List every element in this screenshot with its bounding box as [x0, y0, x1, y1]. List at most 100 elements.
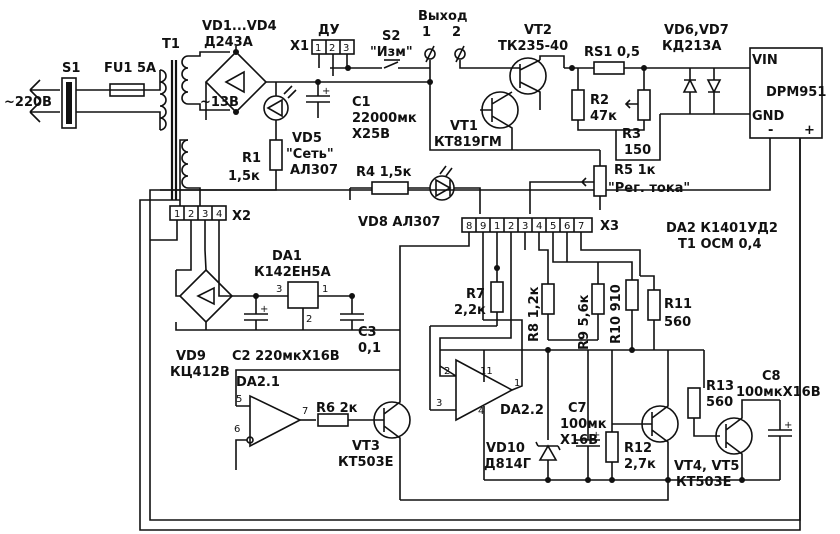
da1-pin1: 1 — [322, 284, 328, 295]
c3-value: 0,1 — [358, 341, 381, 356]
da1-pin2: 2 — [306, 314, 312, 325]
vd5-sub: "Сеть" — [286, 147, 334, 162]
x3-pin-d: 2 — [508, 221, 514, 232]
da21-label: DA2.1 — [236, 375, 280, 390]
r1-value: 1,5к — [228, 169, 260, 184]
vt1-label: VT1 — [450, 119, 478, 134]
c8-value: 100мкX16В — [736, 385, 821, 400]
da21-pin5: 5 — [236, 394, 242, 405]
da2-note-line1: DA2 К1401УД2 — [666, 221, 778, 236]
vt1-type: КТ819ГМ — [434, 135, 502, 150]
vd1-type: Д243А — [204, 35, 253, 50]
ground-return — [400, 480, 669, 501]
r2-value: 47к — [590, 109, 617, 124]
x2-label: X2 — [232, 209, 251, 224]
r13-value: 560 — [706, 395, 733, 410]
da22-pin11: 11 — [480, 366, 493, 377]
transistor-vt2: VT2 ТК235-40 — [498, 23, 568, 110]
opamp-da2-1: DA2.1 5 6 7 — [234, 369, 400, 462]
capacitor-c1: + C1 22000мк X25В — [306, 79, 417, 142]
vt3-type: КТ503Е — [338, 455, 394, 470]
switch-s2: S2 "Изм" — [330, 29, 430, 71]
connector-x2: 1 2 3 4 X2 — [150, 205, 251, 297]
vd10-type: Д814Г — [484, 457, 531, 472]
r6-label: R6 2к — [316, 401, 358, 416]
vt3-label: VT3 — [352, 439, 380, 454]
fuse-fu1: FU1 5A — [104, 61, 161, 130]
c7-label: C7 — [568, 401, 587, 416]
vt45-type: КТ503Е — [676, 475, 732, 490]
c8-label: C8 — [762, 369, 781, 384]
x1-label: X1 — [290, 39, 309, 54]
vd5-type: АЛ307 — [290, 163, 338, 178]
s1-label: S1 — [62, 61, 80, 76]
bias-net — [440, 339, 704, 351]
da1-label: DA1 — [272, 249, 302, 264]
x3-pin-b: 9 — [480, 221, 486, 232]
dpm-title: DPM951 — [766, 85, 826, 100]
output-label: Выход — [418, 9, 467, 24]
mains-input: ~220В — [4, 79, 60, 123]
vd67-label: VD6,VD7 — [664, 23, 729, 38]
r1-label: R1 — [242, 151, 261, 166]
mains-voltage-label: ~220В — [4, 95, 52, 110]
x3-pin-f: 4 — [536, 221, 542, 232]
zener-vd10: VD10 Д814Г — [484, 350, 561, 480]
da22-label: DA2.2 — [500, 403, 544, 418]
dpm-minus: - — [768, 123, 773, 138]
x3-pin-e: 3 — [522, 221, 528, 232]
regulator-da1: DA1 К142ЕН5А 3 1 2 — [230, 249, 355, 330]
resistor-r1: R1 1,5к — [149, 130, 801, 521]
vt2-label: VT2 — [524, 23, 552, 38]
resistor-r8: R8 1,2к — [527, 283, 555, 342]
ground-rail-da1 — [175, 322, 400, 331]
s2-label: S2 — [382, 29, 400, 44]
switch-s1: S1 — [61, 61, 150, 129]
x3-label: X3 — [600, 219, 619, 234]
resistor-r9: R9 5,6к — [577, 262, 605, 350]
connector-x3: 8 9 1 2 3 4 5 6 7 X3 — [399, 217, 641, 400]
r13-label: R13 — [706, 379, 734, 394]
da22-pin2: 2 — [444, 366, 450, 377]
capacitor-c7: + C7 100мк X16В — [560, 350, 607, 480]
r11-value: 560 — [664, 315, 691, 330]
output-pin1: 1 — [422, 25, 431, 40]
r12-label: R12 — [624, 441, 652, 456]
r4-label: R4 1,5к — [356, 165, 412, 180]
t1-label: T1 — [162, 37, 180, 52]
c1-value: 22000мк — [352, 111, 417, 126]
bridge-vd9: VD9 КЦ412В — [170, 268, 234, 380]
x3-pin-g: 5 — [550, 221, 556, 232]
dpm-plus: + — [804, 123, 815, 138]
da21-pin7: 7 — [302, 406, 308, 417]
led-vd5: VD5 "Сеть" АЛ307 — [263, 82, 338, 178]
vd1-label: VD1...VD4 — [202, 19, 277, 34]
potentiometer-r5: R5 1к "Рег. тока" — [529, 150, 690, 214]
r11-label: R11 — [664, 297, 692, 312]
r7-value: 2,2к — [454, 303, 486, 318]
da1-type: К142ЕН5А — [254, 265, 331, 280]
r9-label: R9 5,6к — [577, 294, 592, 350]
vd8-label: VD8 АЛ307 — [358, 215, 440, 230]
c1-label: C1 — [352, 95, 371, 110]
x3-pin-i: 7 — [578, 221, 584, 232]
connector-x1: X1 ДУ 1 2 3 — [290, 23, 355, 76]
resistor-r7: R7 2,2к — [454, 265, 504, 326]
x2-pin4: 4 — [216, 209, 222, 220]
vt2-type: ТК235-40 — [498, 39, 568, 54]
x2-pin2: 2 — [188, 209, 194, 220]
transistor-vt4: VT4, VT5 КТ503Е — [612, 350, 739, 490]
resistor-r4: R4 1,5к — [349, 165, 430, 200]
vd67-type: КД213А — [662, 39, 721, 54]
r7-label: R7 — [466, 287, 485, 302]
r8-label: R8 1,2к — [527, 286, 542, 342]
svg-text:+: + — [322, 86, 330, 97]
x3-pin-c: 1 — [494, 221, 500, 232]
capacitor-c2: + C2 220мкX16В — [232, 296, 340, 364]
vt45-label: VT4, VT5 — [674, 459, 739, 474]
transformer-t1: T1 ~13В — [159, 37, 239, 206]
da2-note: DA2 К1401УД2 T1 ОСМ 0,4 — [666, 221, 778, 252]
dpm-gnd: GND — [752, 109, 785, 124]
vd9-label: VD9 — [176, 349, 206, 364]
